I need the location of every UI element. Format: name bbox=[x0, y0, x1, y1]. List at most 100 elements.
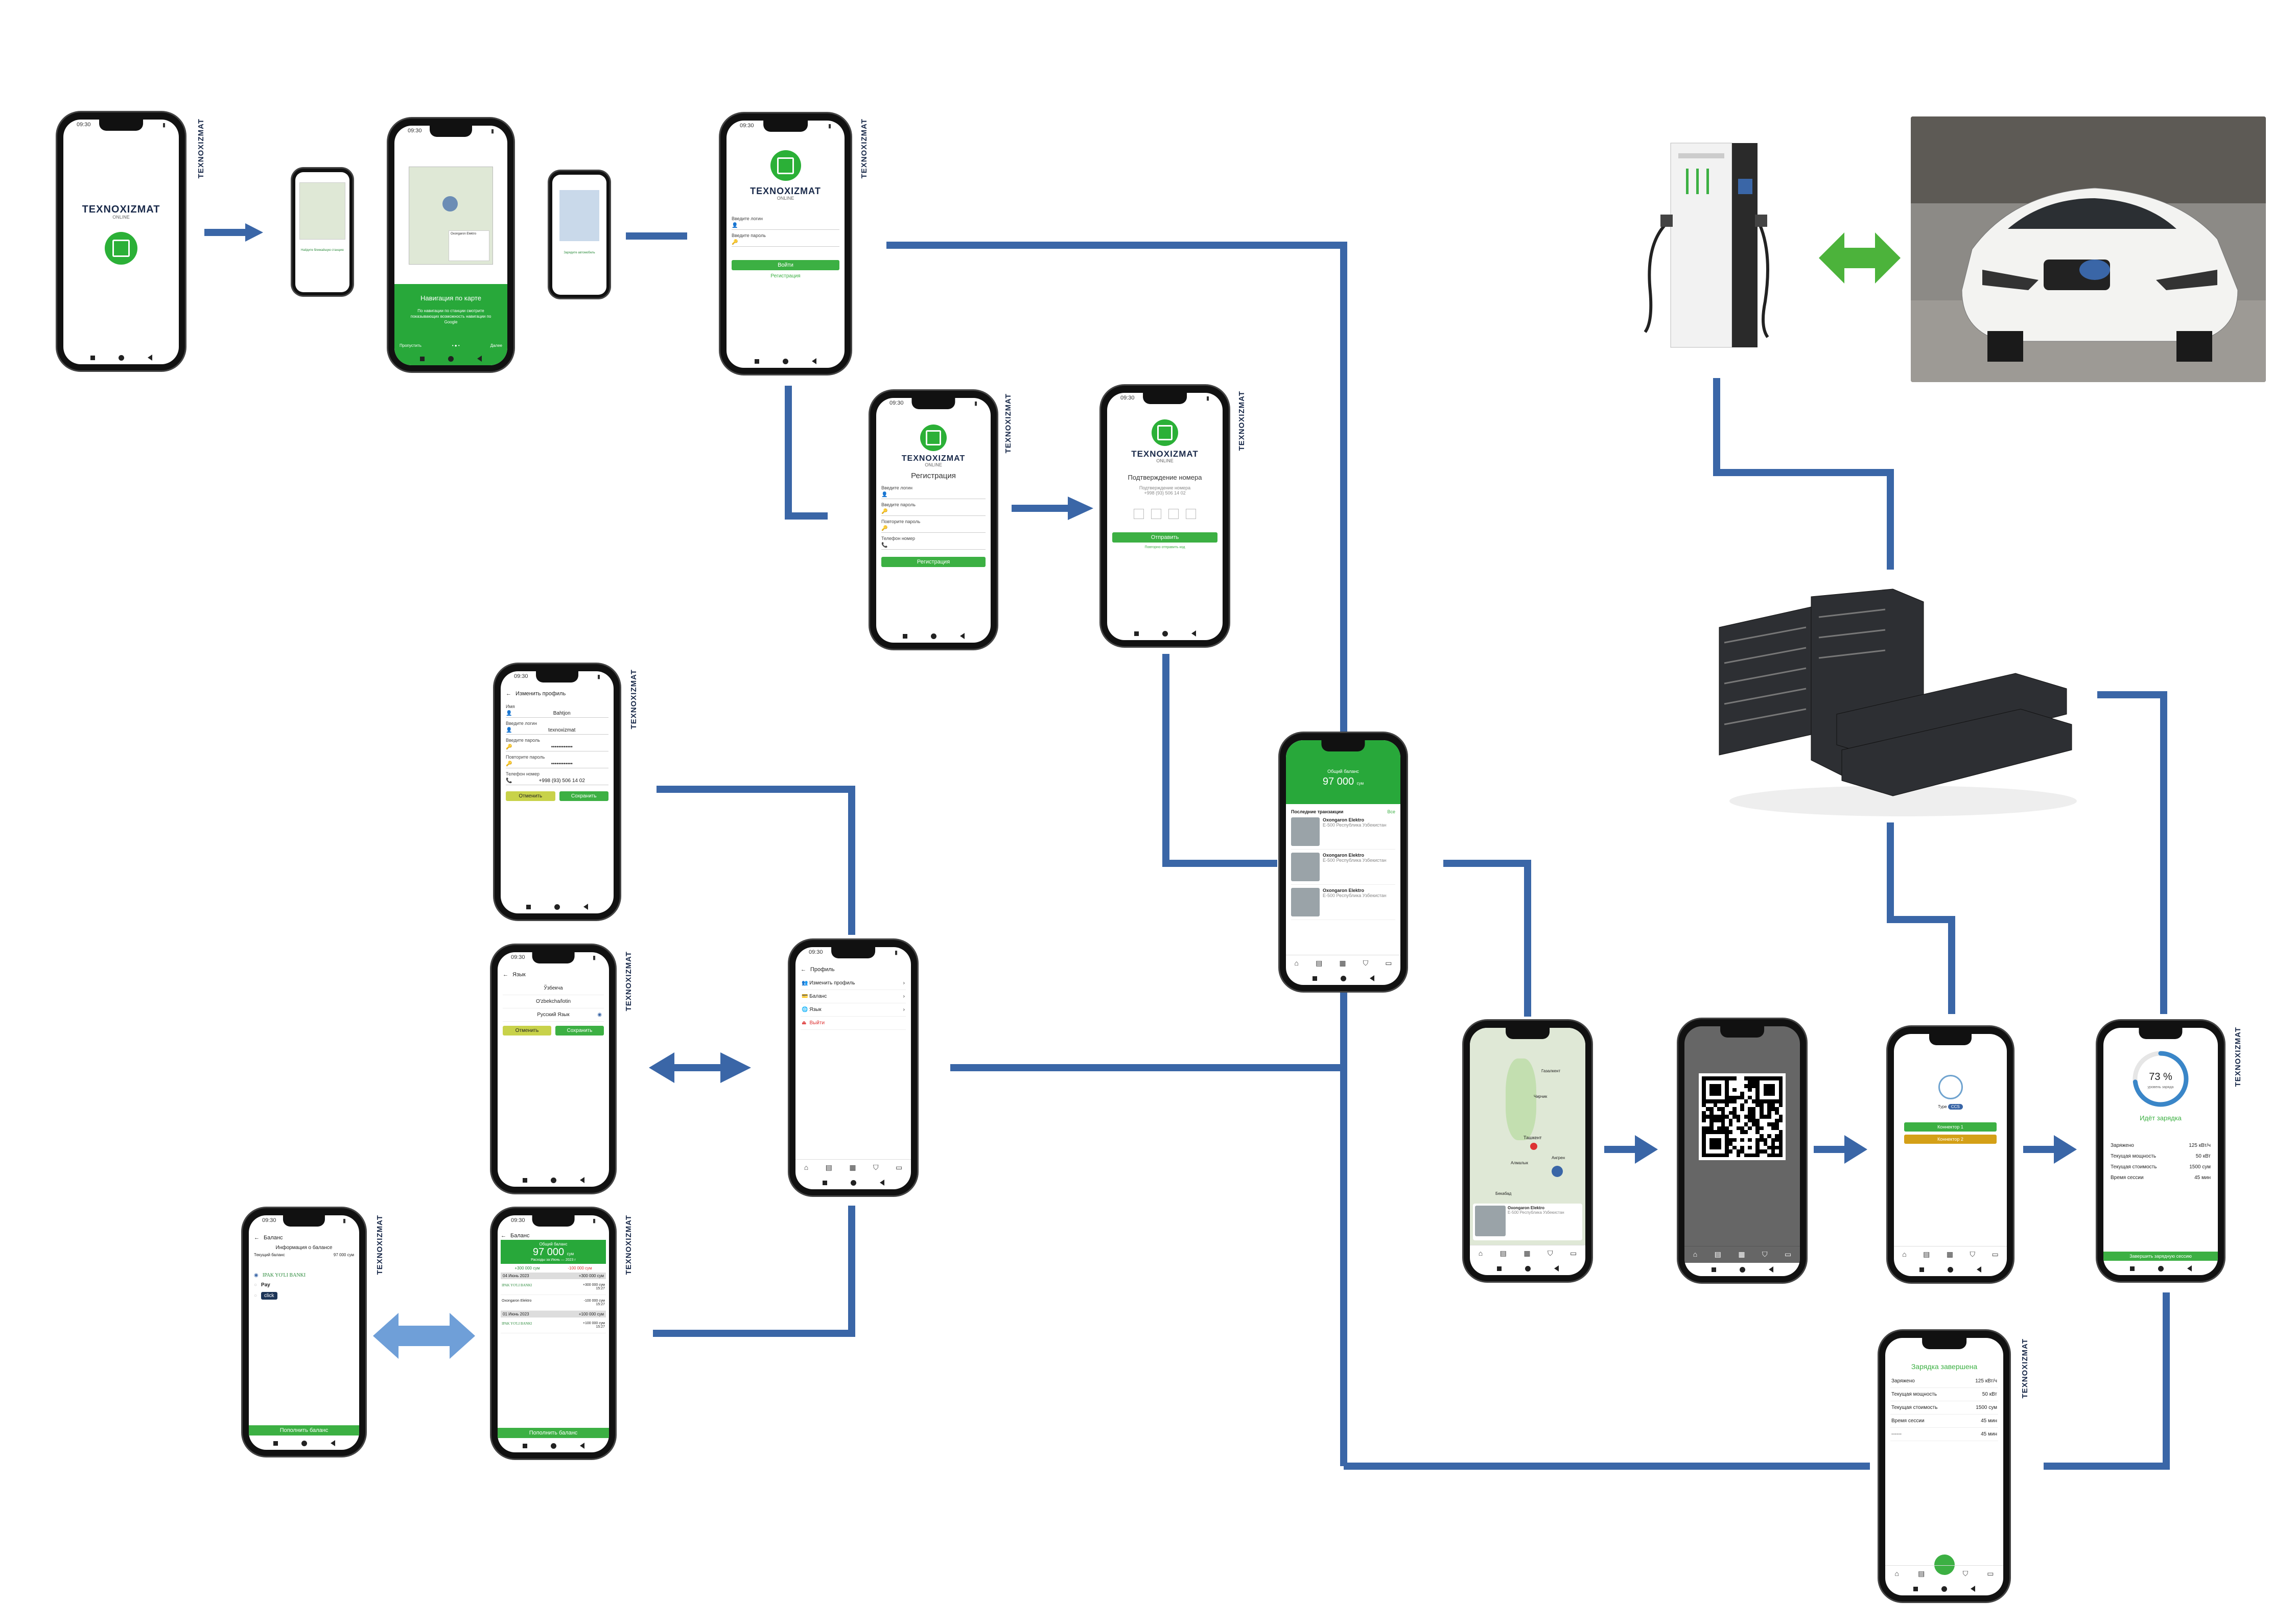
logout-button[interactable]: ⏏Выйти bbox=[801, 1017, 906, 1030]
location-pin-icon[interactable] bbox=[1530, 1143, 1537, 1150]
connector-1-button[interactable]: Коннектор 1 bbox=[1904, 1122, 1997, 1132]
back-arrow-icon[interactable]: ← bbox=[801, 967, 806, 973]
shield-icon[interactable]: ⛉ bbox=[873, 1163, 879, 1171]
back-arrow-icon[interactable]: ← bbox=[503, 972, 508, 978]
repeat-password-input[interactable]: 🔑 bbox=[881, 524, 986, 533]
connector-2-button[interactable]: Коннектор 2 bbox=[1904, 1135, 1997, 1144]
menu-item-edit-profile[interactable]: 👥 Изменить профиль› bbox=[801, 977, 906, 990]
arrow-right bbox=[2054, 1135, 2077, 1164]
topup-button[interactable]: Пополнить баланс bbox=[498, 1428, 609, 1438]
list-icon[interactable]: ▤ bbox=[1316, 958, 1323, 967]
station-pin-icon[interactable] bbox=[1552, 1166, 1563, 1177]
shield-icon[interactable]: ⛉ bbox=[1762, 1250, 1768, 1258]
map-label: Газалкент bbox=[1541, 1069, 1561, 1073]
field-label: Введите логин bbox=[506, 721, 537, 726]
map-preview: Oxongaron Elektro bbox=[409, 167, 493, 265]
payment-method-pay[interactable]: ○Pay bbox=[254, 1282, 270, 1288]
stop-charging-button[interactable]: Завершить зарядную сессию bbox=[2103, 1252, 2218, 1261]
register-link[interactable]: Регистрация bbox=[770, 273, 801, 279]
back-arrow-icon[interactable]: ← bbox=[506, 691, 511, 697]
register-button[interactable]: Регистрация bbox=[881, 557, 986, 567]
payment-method-ipak[interactable]: ◉IPAK YO'LI BANKI bbox=[254, 1273, 306, 1278]
list-icon[interactable]: ▤ bbox=[825, 1163, 832, 1171]
topup-button[interactable]: Пополнить баланс bbox=[249, 1425, 359, 1435]
list-icon[interactable]: ▤ bbox=[1923, 1250, 1930, 1258]
map-view[interactable]: Ташкент Чирчик Ангрен Алмалык Бекабад Га… bbox=[1470, 1028, 1585, 1245]
list-icon[interactable]: ▤ bbox=[1500, 1249, 1507, 1257]
list-icon[interactable]: ▤ bbox=[1918, 1569, 1925, 1578]
save-button[interactable]: Сохранить bbox=[555, 1026, 604, 1035]
phone-input[interactable]: 📞+998 (93) 506 14 02 bbox=[506, 776, 608, 785]
qr-icon[interactable]: ▦ bbox=[1524, 1249, 1531, 1257]
qr-icon[interactable]: ▦ bbox=[1738, 1250, 1745, 1258]
shield-icon[interactable]: ⛉ bbox=[1363, 958, 1369, 967]
vertical-brand: TEXNOXIZMAT bbox=[376, 1215, 384, 1275]
login-input[interactable]: 👤 bbox=[881, 490, 986, 499]
send-button[interactable]: Отправить bbox=[1112, 532, 1217, 543]
shield-icon[interactable]: ⛉ bbox=[1970, 1250, 1976, 1258]
home-icon[interactable]: ⌂ bbox=[804, 1163, 809, 1171]
user-icon: 👤 bbox=[506, 710, 512, 716]
phone-input[interactable]: 📞 bbox=[881, 541, 986, 550]
phone-balance-topup: 09:30▮ ←Баланс Информация о балансе Теку… bbox=[243, 1208, 365, 1456]
field-label: Телефон номер bbox=[506, 771, 540, 776]
home-icon[interactable]: ⌂ bbox=[1693, 1250, 1698, 1258]
brand-name: TEXNOXIZMAT bbox=[750, 186, 821, 196]
list-icon[interactable]: ▤ bbox=[1714, 1250, 1721, 1258]
home-icon[interactable]: ⌂ bbox=[1902, 1250, 1907, 1258]
qr-icon[interactable]: ▦ bbox=[1946, 1250, 1954, 1258]
field-label: Повторите пароль bbox=[506, 755, 545, 760]
menu-item-language[interactable]: 🌐 Язык› bbox=[801, 1003, 906, 1017]
resend-link[interactable]: Повторно отправить код bbox=[1144, 546, 1185, 549]
phone-language: 09:30▮ ←Язык Ўзбекча O'zbekcha/lotin Рус… bbox=[491, 945, 615, 1193]
wallet-icon[interactable]: ▭ bbox=[1385, 958, 1392, 967]
wallet-icon[interactable]: ▭ bbox=[1784, 1250, 1792, 1258]
back-arrow-icon[interactable]: ← bbox=[501, 1233, 506, 1239]
shield-icon[interactable]: ⛉ bbox=[1548, 1249, 1553, 1257]
map-preview bbox=[299, 182, 345, 240]
qr-icon[interactable]: ▦ bbox=[849, 1163, 856, 1171]
menu-item-balance[interactable]: 💳 Баланс› bbox=[801, 990, 906, 1003]
language-option[interactable]: O'zbekcha/lotin bbox=[503, 995, 604, 1008]
skip-button[interactable]: Пропустить bbox=[400, 343, 421, 348]
password-input[interactable]: 🔑 bbox=[881, 507, 986, 516]
wallet-icon[interactable]: ▭ bbox=[1569, 1249, 1577, 1257]
repeat-password-input[interactable]: 🔑•••••••••••• bbox=[506, 760, 608, 768]
wallet-icon[interactable]: ▭ bbox=[1992, 1250, 1999, 1258]
see-all-link[interactable]: Все bbox=[1387, 809, 1395, 814]
shield-icon[interactable]: ⛉ bbox=[1962, 1569, 1969, 1578]
home-icon[interactable]: ⌂ bbox=[1894, 1569, 1900, 1578]
wallet-icon[interactable]: ▭ bbox=[1987, 1569, 1994, 1578]
save-button[interactable]: Сохранить bbox=[559, 791, 608, 801]
cancel-button[interactable]: Отменить bbox=[506, 791, 555, 801]
password-input[interactable]: 🔑 bbox=[732, 238, 839, 247]
language-option[interactable]: Ўзбекча bbox=[503, 982, 604, 995]
home-icon[interactable]: ⌂ bbox=[1294, 959, 1299, 967]
qr-icon[interactable]: ▦ bbox=[1339, 958, 1346, 967]
code-input[interactable] bbox=[1112, 509, 1217, 519]
brand-sub: ONLINE bbox=[925, 462, 942, 467]
language-option-selected[interactable]: Русский Язык◉ bbox=[503, 1008, 604, 1022]
qr-code[interactable] bbox=[1699, 1073, 1786, 1161]
balance-info-title: Информация о балансе bbox=[275, 1245, 333, 1251]
payment-method-click[interactable]: ○click bbox=[254, 1292, 354, 1300]
back-arrow-icon[interactable]: ← bbox=[254, 1235, 260, 1241]
home-icon[interactable]: ⌂ bbox=[1478, 1249, 1483, 1257]
wallet-icon[interactable]: ▭ bbox=[895, 1163, 903, 1171]
login-input[interactable]: 👤 bbox=[732, 221, 839, 230]
center-fab[interactable] bbox=[1934, 1555, 1955, 1575]
login-button[interactable]: Войти bbox=[732, 260, 839, 270]
cancel-button[interactable]: Отменить bbox=[503, 1026, 551, 1035]
password-input[interactable]: 🔑•••••••••••• bbox=[506, 743, 608, 751]
login-input[interactable]: 👤texnoxizmat bbox=[506, 726, 608, 735]
next-button[interactable]: Далее bbox=[490, 343, 502, 348]
name-input[interactable]: 👤Bahtjon bbox=[506, 709, 608, 718]
